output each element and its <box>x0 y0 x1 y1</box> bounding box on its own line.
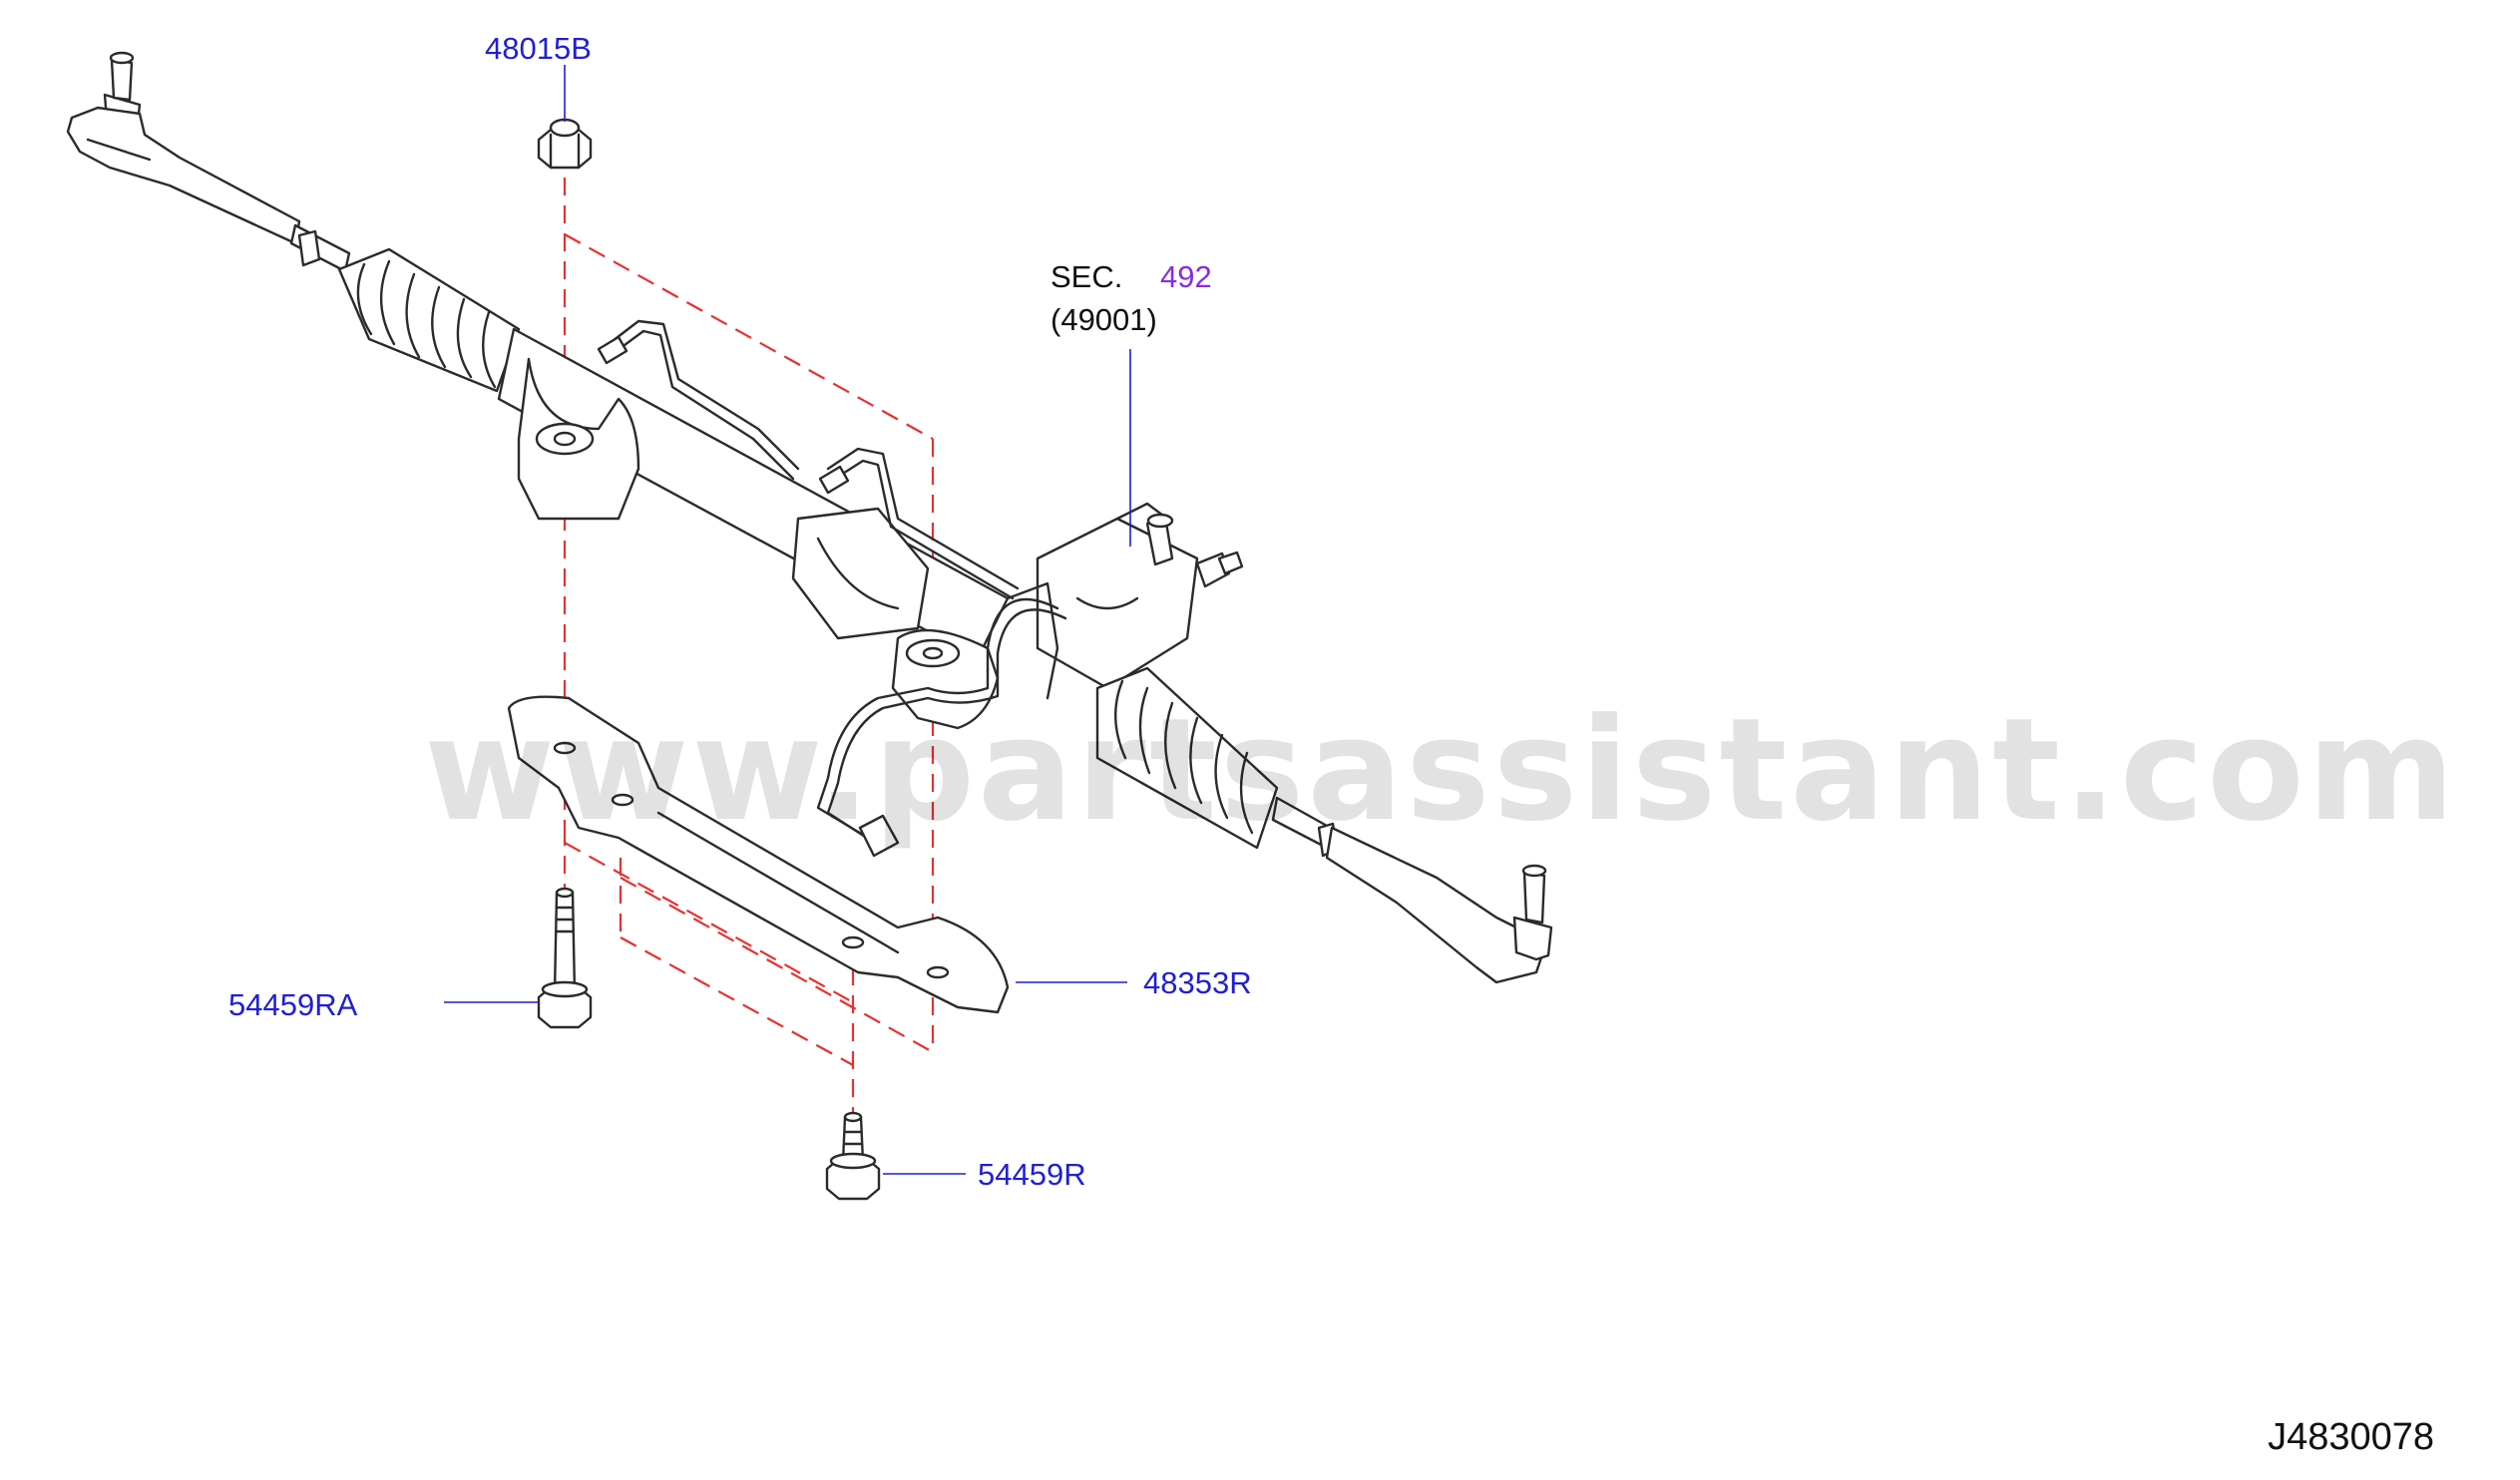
tie-rod-end-right[interactable] <box>1325 826 1553 984</box>
gear-housing[interactable] <box>497 327 1010 660</box>
valve-housing[interactable] <box>1036 502 1244 690</box>
section-ref-prefix: SEC. <box>1050 259 1123 294</box>
boot-left[interactable] <box>337 247 521 393</box>
label-54459R[interactable]: 54459R <box>978 1157 1086 1192</box>
section-ref-link[interactable]: 492 <box>1160 259 1212 294</box>
mount-lug-right[interactable] <box>891 628 1000 730</box>
bolt-54459RA[interactable] <box>537 887 593 1029</box>
tie-rod-right[interactable] <box>1271 796 1339 858</box>
hydraulic-pipe-loop[interactable] <box>816 581 1067 858</box>
bolt-54459R[interactable] <box>825 1111 881 1201</box>
section-ref-sub: (49001) <box>1050 302 1157 337</box>
nut-48015B[interactable] <box>537 118 593 170</box>
tie-rod-left[interactable] <box>289 223 351 273</box>
bracket-48353R[interactable] <box>507 695 1010 1014</box>
pinion-shaft[interactable] <box>1145 513 1174 566</box>
diagram-id: J4830078 <box>2268 1416 2434 1458</box>
label-48015B[interactable]: 48015B <box>485 31 592 66</box>
tie-rod-end-left[interactable] <box>66 51 301 245</box>
hydraulic-lines-upper <box>597 319 1020 600</box>
leader-lines <box>444 65 1131 1175</box>
label-54459RA[interactable]: 54459RA <box>228 987 358 1022</box>
boot-right[interactable] <box>1095 666 1279 850</box>
label-48353R[interactable]: 48353R <box>1143 965 1252 1000</box>
